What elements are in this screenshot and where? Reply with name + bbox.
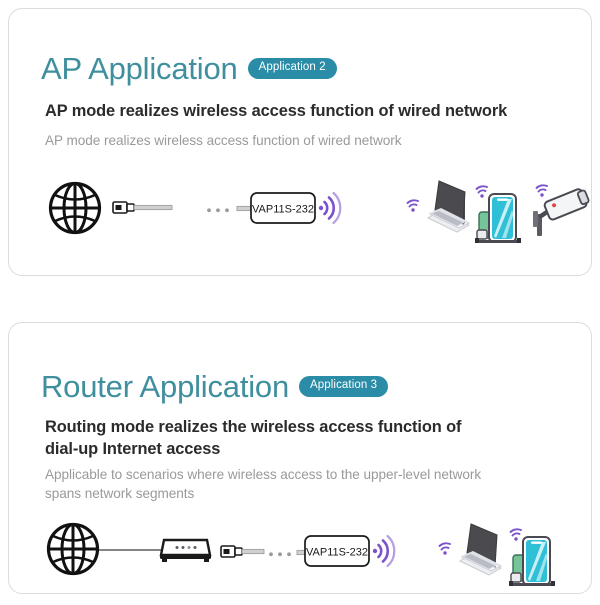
router-headline-line1: Routing mode realizes the wireless acces… — [45, 418, 462, 436]
router-subline-line2: spans network segments — [45, 486, 195, 502]
wifi-waves-icon — [372, 534, 396, 568]
vap-device-box: VAP11S-232 — [304, 535, 370, 567]
ap-application-badge: Application 2 — [247, 58, 337, 79]
router-application-badge: Application 3 — [299, 376, 389, 397]
router-application-title: Router Application — [41, 369, 290, 404]
router-subline: Applicable to scenarios where wireless a… — [45, 465, 481, 504]
ap-title-row: AP Application Application 2 — [41, 53, 337, 84]
cable-break-dots — [269, 552, 291, 557]
ap-subline: AP mode realizes wireless access functio… — [45, 133, 402, 148]
vap-device-label: VAP11S-232 — [252, 204, 314, 216]
rj45-connector-icon — [220, 545, 265, 558]
router-diagram: VAP11S-232 — [9, 509, 593, 605]
router-headline: Routing mode realizes the wireless acces… — [45, 417, 462, 460]
modem-router-icon — [159, 538, 212, 562]
router-subline-line1: Applicable to scenarios where wireless a… — [45, 467, 482, 482]
vap-device-label: VAP11S-232 — [306, 547, 368, 559]
security-camera-icon — [533, 184, 590, 236]
smartphone-icon — [475, 185, 521, 243]
laptop-icon — [406, 180, 471, 233]
router-title-row: Router Application Application 3 — [41, 369, 389, 404]
smartphone-icon — [509, 528, 555, 586]
laptop-wifi-icon — [438, 542, 451, 555]
ap-diagram: VAP11S-232 — [9, 164, 593, 264]
globe-icon — [46, 522, 100, 576]
router-headline-line2: dial-up Internet access — [45, 439, 221, 458]
laptop-wifi-icon — [406, 199, 419, 212]
globe-icon — [48, 181, 102, 235]
wifi-waves-icon — [318, 191, 342, 225]
ap-headline: AP mode realizes wireless access functio… — [45, 102, 508, 120]
cable-break-dots — [207, 208, 229, 213]
rj45-connector-icon — [112, 201, 173, 214]
router-application-card: Router Application Application 3 Routing… — [8, 322, 592, 594]
ap-application-title: AP Application — [41, 51, 238, 86]
phone-wifi-icon — [475, 185, 488, 198]
laptop-icon — [438, 523, 503, 576]
ap-application-card: AP Application Application 2 AP mode rea… — [8, 8, 592, 276]
vap-device-box: VAP11S-232 — [250, 192, 316, 224]
phone-wifi-icon — [509, 528, 522, 541]
camera-wifi-icon — [535, 184, 548, 197]
